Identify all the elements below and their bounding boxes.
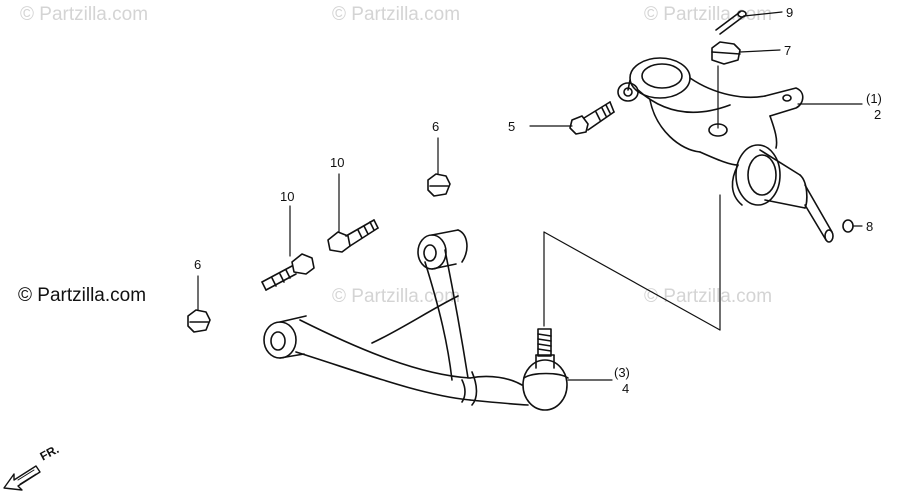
callout-1: (1) — [866, 91, 882, 106]
bolt-10-lower — [261, 253, 315, 291]
nut-6-top — [427, 173, 451, 197]
watermark-2: © Partzilla.com — [332, 4, 461, 25]
watermark-4: © Partzilla.com — [332, 286, 461, 307]
callout-2: 2 — [874, 107, 882, 122]
cotter-pin — [715, 10, 747, 35]
nut-6-left — [187, 309, 211, 333]
knuckle — [617, 57, 834, 243]
partzilla-credit: © Partzilla.com — [18, 285, 147, 306]
callout-3: (3) — [614, 365, 630, 380]
lower-arm — [263, 229, 529, 406]
callout-4: 4 — [622, 381, 630, 396]
callout-8: 8 — [866, 219, 874, 234]
callout-10-upper: 10 — [330, 155, 345, 170]
callout-10-lower: 10 — [280, 189, 295, 204]
bolt-5 — [569, 101, 615, 135]
watermark-1: © Partzilla.com — [20, 4, 149, 25]
callout-7: 7 — [784, 43, 792, 58]
callout-6-left: 6 — [194, 257, 202, 272]
callout-9: 9 — [786, 5, 794, 20]
castle-nut — [711, 41, 741, 65]
callout-5: 5 — [508, 119, 516, 134]
callout-6-top: 6 — [432, 119, 440, 134]
front-arrow — [3, 465, 41, 491]
bolt-10-upper — [327, 219, 379, 253]
washer-8 — [842, 219, 854, 233]
watermark-5: © Partzilla.com — [644, 286, 773, 307]
ball-joint — [522, 328, 569, 411]
